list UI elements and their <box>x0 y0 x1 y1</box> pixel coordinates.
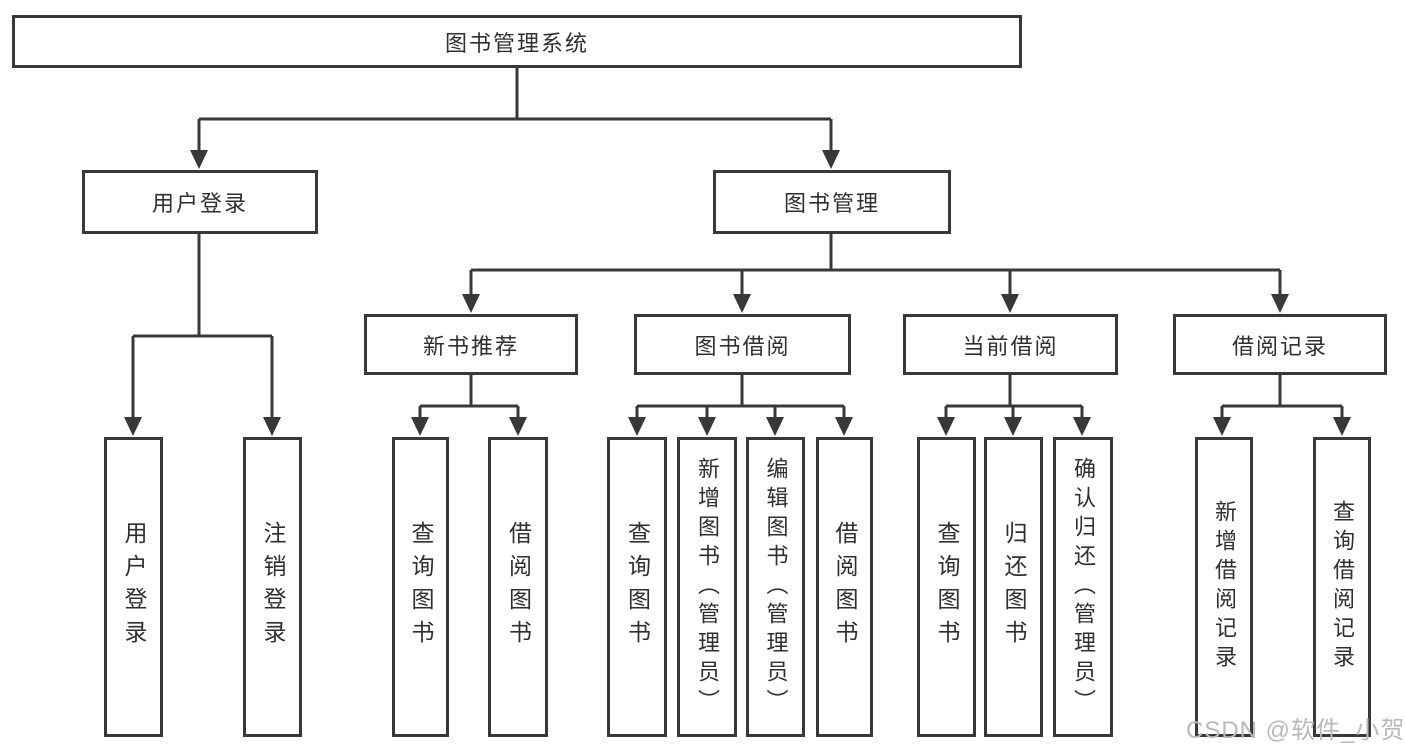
node-label: 图书管理系统 <box>444 30 589 56</box>
leaf-label: 借阅图书 <box>832 521 858 653</box>
node-current-borrowing: 当前借阅 <box>903 314 1118 375</box>
arrowheads <box>124 150 1351 436</box>
node-label: 图书借阅 <box>694 333 791 359</box>
leaf-query-books-borrow: 查询图书 <box>607 437 667 737</box>
leaf-query-books-recommend: 查询图书 <box>392 437 449 737</box>
node-library-management-system: 图书管理系统 <box>12 15 1022 68</box>
node-user-login: 用户登录 <box>82 170 318 234</box>
node-label: 借阅记录 <box>1231 333 1328 359</box>
leaf-add-borrow-record: 新增借阅记录 <box>1195 437 1253 737</box>
leaf-label: 归还图书 <box>1001 521 1027 653</box>
node-label: 新书推荐 <box>422 333 519 359</box>
leaf-borrow-books: 借阅图书 <box>816 437 873 737</box>
leaf-label: 新增借阅记录 <box>1212 500 1237 674</box>
leaf-edit-books-admin: 编辑图书（管理员） <box>746 437 805 737</box>
leaf-label: 编辑图书（管理员） <box>763 456 789 718</box>
node-label: 图书管理 <box>783 191 880 216</box>
leaf-add-books-admin: 新增图书（管理员） <box>677 437 737 737</box>
leaf-confirm-return-admin: 确认归还（管理员） <box>1053 437 1113 737</box>
node-borrowing-records: 借阅记录 <box>1173 314 1387 375</box>
leaf-label: 新增图书（管理员） <box>695 456 720 718</box>
leaf-borrow-books-recommend: 借阅图书 <box>488 437 548 737</box>
node-label: 当前借阅 <box>962 333 1059 359</box>
leaf-query-borrow-record: 查询借阅记录 <box>1313 437 1371 737</box>
node-book-management: 图书管理 <box>713 170 951 234</box>
csdn-watermark: CSDN @软件_小贺同学 <box>1186 717 1405 744</box>
node-label: 用户登录 <box>151 191 248 216</box>
leaf-return-books: 归还图书 <box>984 437 1043 737</box>
leaf-label: 查询图书 <box>624 521 651 653</box>
leaf-label: 查询图书 <box>934 521 960 653</box>
leaf-user-login: 用户登录 <box>104 437 163 737</box>
leaf-logout: 注销登录 <box>243 437 302 737</box>
node-new-book-recommend: 新书推荐 <box>364 314 578 375</box>
leaf-label: 查询借阅记录 <box>1330 500 1355 674</box>
leaf-query-books-current: 查询图书 <box>917 437 976 737</box>
leaf-label: 借阅图书 <box>505 521 532 653</box>
leaf-label: 用户登录 <box>121 521 147 653</box>
leaf-label: 确认归还（管理员） <box>1071 456 1096 718</box>
leaf-label: 查询图书 <box>408 521 434 653</box>
node-book-borrowing: 图书借阅 <box>634 314 851 375</box>
leaf-label: 注销登录 <box>260 521 286 653</box>
